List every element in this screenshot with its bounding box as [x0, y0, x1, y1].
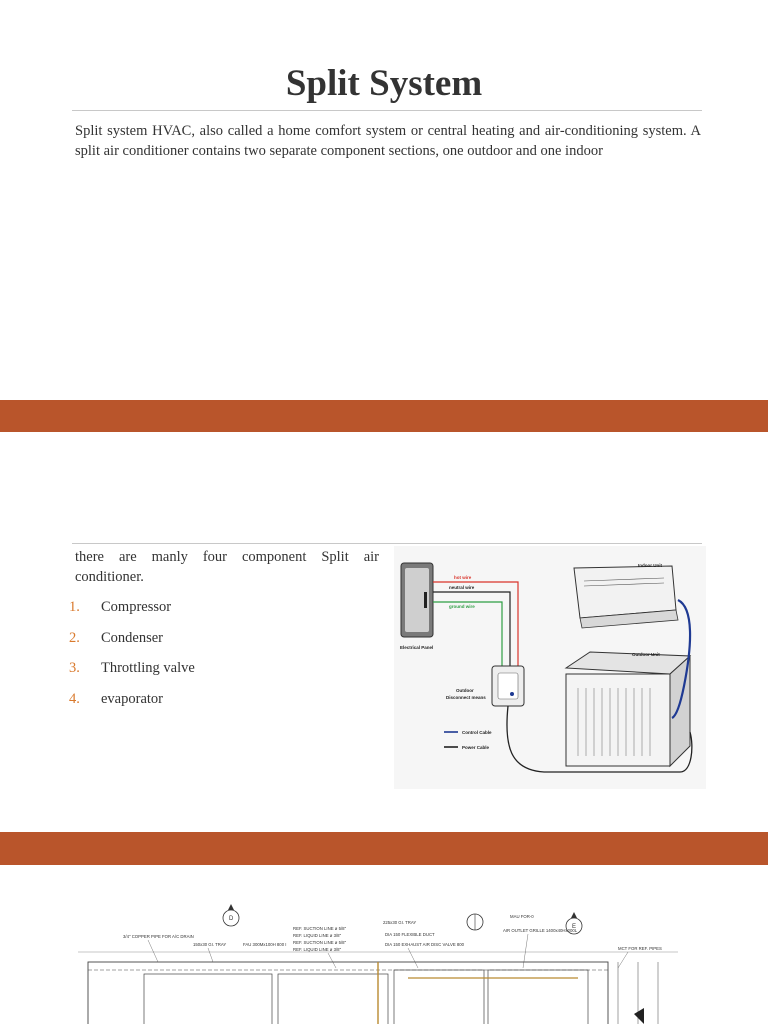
list-item: 2. Condenser: [69, 628, 195, 659]
slide-divider-band: [0, 832, 768, 865]
slide-1: Split System Split system HVAC, also cal…: [0, 0, 768, 400]
drawing-label: DIA 150 FLEXIBLE DUCT: [385, 932, 435, 937]
list-number: 2.: [69, 629, 80, 646]
list-label: Compressor: [101, 599, 172, 615]
components-intro: there are manly four component Split air…: [75, 549, 379, 585]
drawing-label: MCT FOR REF. PIPES: [618, 946, 662, 951]
power-cable-label: Power Cable: [462, 745, 490, 750]
drawing-label: FAU 300Mx100H 800 I: [243, 942, 286, 947]
list-item: 4. evaporator: [69, 689, 195, 720]
drawing-label: MAU FOR-0: [510, 914, 534, 919]
hvac-drawing-svg: D E 3/4" COPPER PIPE FOR A/C DRAIN 150x3…: [78, 904, 678, 1024]
control-cable: [671, 599, 692, 719]
list-number: 1.: [69, 599, 80, 615]
neutral-wire: [433, 591, 511, 668]
drawing-label: AIR OUTLET GRILLE 1400x40Hx200L: [503, 928, 578, 933]
grid-marker-d: D: [222, 904, 240, 927]
hot-wire: [433, 581, 519, 668]
list-number: 4.: [69, 690, 80, 707]
drawing-label: REF. LIQUID LINE ø 3/8": [293, 947, 342, 952]
disconnect-label-2: Disconnect means: [446, 695, 486, 700]
control-cable-label: Control Cable: [462, 730, 492, 735]
drawing-label: REF. LIQUID LINE ø 3/8": [293, 933, 342, 938]
list-label: Condenser: [101, 629, 164, 646]
grid-d-label: D: [229, 916, 234, 922]
ground-wire: [433, 601, 503, 668]
drawing-label: 150x30 GI. TRAY: [193, 942, 226, 947]
components-list: 1. Compressor 2. Condenser 3. Throttling va…: [69, 597, 195, 719]
power-cable: [506, 705, 693, 773]
grid-e-label: E: [572, 924, 576, 930]
hot-wire-label: hot wire: [454, 575, 472, 580]
outdoor-unit-label: Outdoor Unit: [632, 652, 660, 657]
intro-paragraph: Split system HVAC, also called a home co…: [75, 123, 701, 159]
indoor-unit-label: Indoor Unit: [638, 563, 662, 568]
drawing-label: REF. SUCTION LINE ø 5/8": [293, 940, 347, 945]
list-label: evaporator: [101, 690, 163, 707]
indoor-unit-shape: [573, 565, 679, 629]
ground-wire-label: ground wire: [449, 604, 475, 609]
floor-plan-outline: [78, 951, 678, 1024]
list-label: Throttling valve: [101, 660, 195, 676]
list-item: 3. Throttling valve: [69, 658, 195, 689]
slide-title: Split System: [285, 63, 483, 104]
grid-marker-e: E: [565, 912, 583, 935]
drawing-label: DIA 150 EXHAUST AIR DISC VALVE 800: [385, 942, 465, 947]
title-divider: [72, 110, 702, 111]
slide-3: [0, 865, 768, 1024]
split-ac-wiring-diagram: Electrical Panel hot wire neutral wire g…: [394, 546, 706, 789]
drawing-label: REF. SUCTION LINE ø 5/8": [293, 926, 347, 931]
list-item: 1. Compressor: [69, 597, 195, 628]
grid-marker-center: [466, 913, 484, 931]
wiring-diagram-svg: Electrical Panel hot wire neutral wire g…: [400, 562, 693, 773]
drawing-label: 3/4" COPPER PIPE FOR A/C DRAIN: [123, 934, 194, 939]
disconnect-label-1: Outdoor: [456, 688, 474, 693]
list-number: 3.: [69, 660, 80, 676]
electrical-panel-label: Electrical Panel: [400, 645, 433, 650]
hvac-layout-drawing: D E 3/4" COPPER PIPE FOR A/C DRAIN 150x3…: [78, 890, 688, 1024]
slide-2-top-rule: [72, 543, 702, 544]
slide-divider-band: [0, 400, 768, 432]
drawing-label: 225x30 GI. TRAY: [383, 920, 416, 925]
neutral-wire-label: neutral wire: [449, 585, 475, 590]
outdoor-unit-shape: [564, 651, 692, 768]
